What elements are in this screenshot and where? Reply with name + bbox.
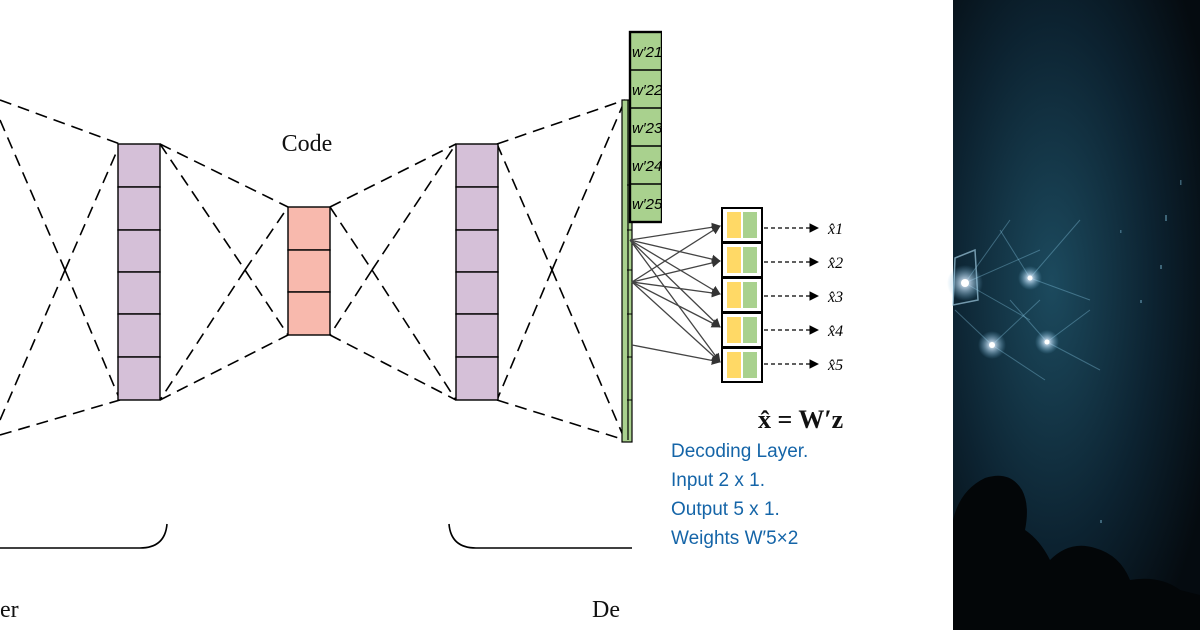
decoder-hidden-layer	[455, 143, 499, 401]
neuron-1	[721, 207, 763, 243]
encoder-hidden-layer	[117, 143, 161, 401]
weight-label-5: w′25	[632, 196, 663, 213]
output-label-3: x̂3	[827, 289, 843, 306]
encoder-label: er	[0, 597, 19, 623]
decoding-arrows	[629, 222, 721, 365]
weight-label-3: w′23	[632, 120, 663, 137]
output-label-1: x̂1	[827, 221, 843, 238]
code-layer	[287, 206, 331, 336]
weight-label-4: w′24	[632, 158, 662, 175]
weight-label-2: w′22	[632, 82, 663, 99]
description-line-2: Input 2 x 1.	[671, 470, 766, 491]
description-line-1: Decoding Layer.	[671, 441, 809, 462]
output-label-4: x̂4	[827, 323, 843, 340]
encoder-brace	[0, 523, 168, 549]
neuron-2	[721, 242, 763, 278]
output-layer	[621, 99, 633, 443]
weight-column: w′21 w′22 w′23 w′24 w′25	[628, 30, 664, 224]
output-neurons	[721, 207, 763, 383]
neuron-5	[721, 347, 763, 383]
description-line-3: Output 5 x 1.	[671, 499, 780, 520]
description-line-4: Weights W′5×2	[671, 528, 799, 549]
output-arrows	[764, 223, 819, 369]
concert-photo	[947, 0, 1200, 630]
neuron-3	[721, 277, 763, 313]
neuron-4	[721, 312, 763, 348]
decoder-brace	[448, 523, 632, 549]
decoding-layer-description: Decoding Layer. Input 2 x 1. Output 5 x …	[671, 437, 808, 553]
output-label-5: x̂5	[827, 357, 843, 374]
decoder-label: De	[592, 597, 620, 623]
equation: x̂ = W′z	[758, 405, 843, 434]
dashed-connections	[0, 99, 626, 441]
weight-label-1: w′21	[632, 44, 662, 61]
output-label-2: x̂2	[827, 255, 843, 272]
code-label: Code	[282, 131, 333, 157]
